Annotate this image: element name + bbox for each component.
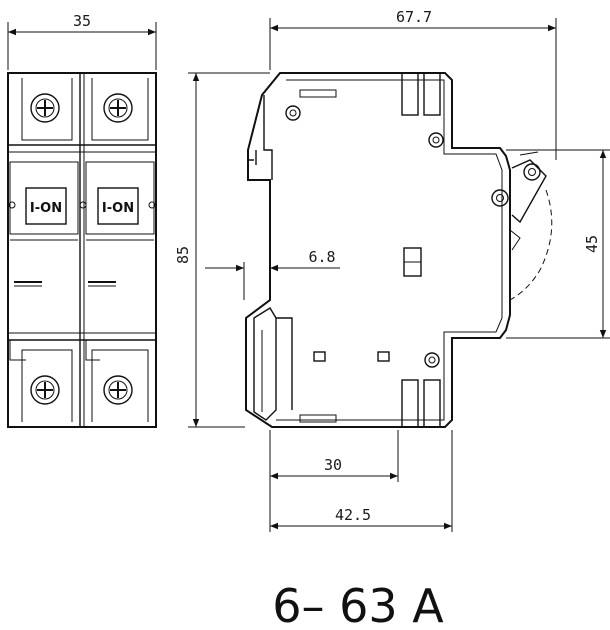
lever-right xyxy=(97,187,139,225)
dim-rail-offset: 6.8 xyxy=(205,248,340,300)
dim-height: 85 xyxy=(174,72,270,428)
front-body-outline xyxy=(7,72,157,428)
side-view xyxy=(245,72,553,428)
dim-depth-outer: 42.5 xyxy=(270,430,453,532)
toggle-handle xyxy=(509,151,553,301)
dim-depth-inner-label: 30 xyxy=(324,456,342,474)
dim-front-width-label: 35 xyxy=(73,12,91,30)
side-body-outline xyxy=(245,72,511,428)
dim-depth-outer-label: 42.5 xyxy=(335,506,371,524)
rivet-4 xyxy=(424,352,440,368)
rivet-1 xyxy=(285,105,301,121)
dim-right-height: 45 xyxy=(506,149,610,339)
dim-front-width: 35 xyxy=(7,12,157,70)
bottom-clamp-right xyxy=(423,379,441,428)
top-clamp-left xyxy=(401,72,419,116)
switch-label-left: I-ON xyxy=(30,201,62,216)
dim-right-height-label: 45 xyxy=(583,235,601,253)
bottom-screw-right-icon xyxy=(103,375,133,405)
dim-depth-inner: 30 xyxy=(269,430,399,532)
dim-height-label: 85 xyxy=(174,246,192,264)
lever-left xyxy=(25,187,67,225)
dim-side-width-label: 67.7 xyxy=(396,8,432,26)
front-view: I-ON I-ON xyxy=(7,72,157,428)
top-screw-left-icon xyxy=(30,93,60,123)
top-clamp-right xyxy=(423,72,441,116)
bottom-clamp-left xyxy=(401,379,419,428)
rating-caption: 6– 63 A xyxy=(272,579,444,630)
dim-side-width: 67.7 xyxy=(269,8,557,160)
rivet-2 xyxy=(428,132,444,148)
bottom-screw-left-icon xyxy=(30,375,60,405)
rivet-3 xyxy=(491,189,509,207)
dim-rail-offset-label: 6.8 xyxy=(308,248,335,266)
switch-label-right: I-ON xyxy=(102,201,134,216)
top-screw-right-icon xyxy=(103,93,133,123)
